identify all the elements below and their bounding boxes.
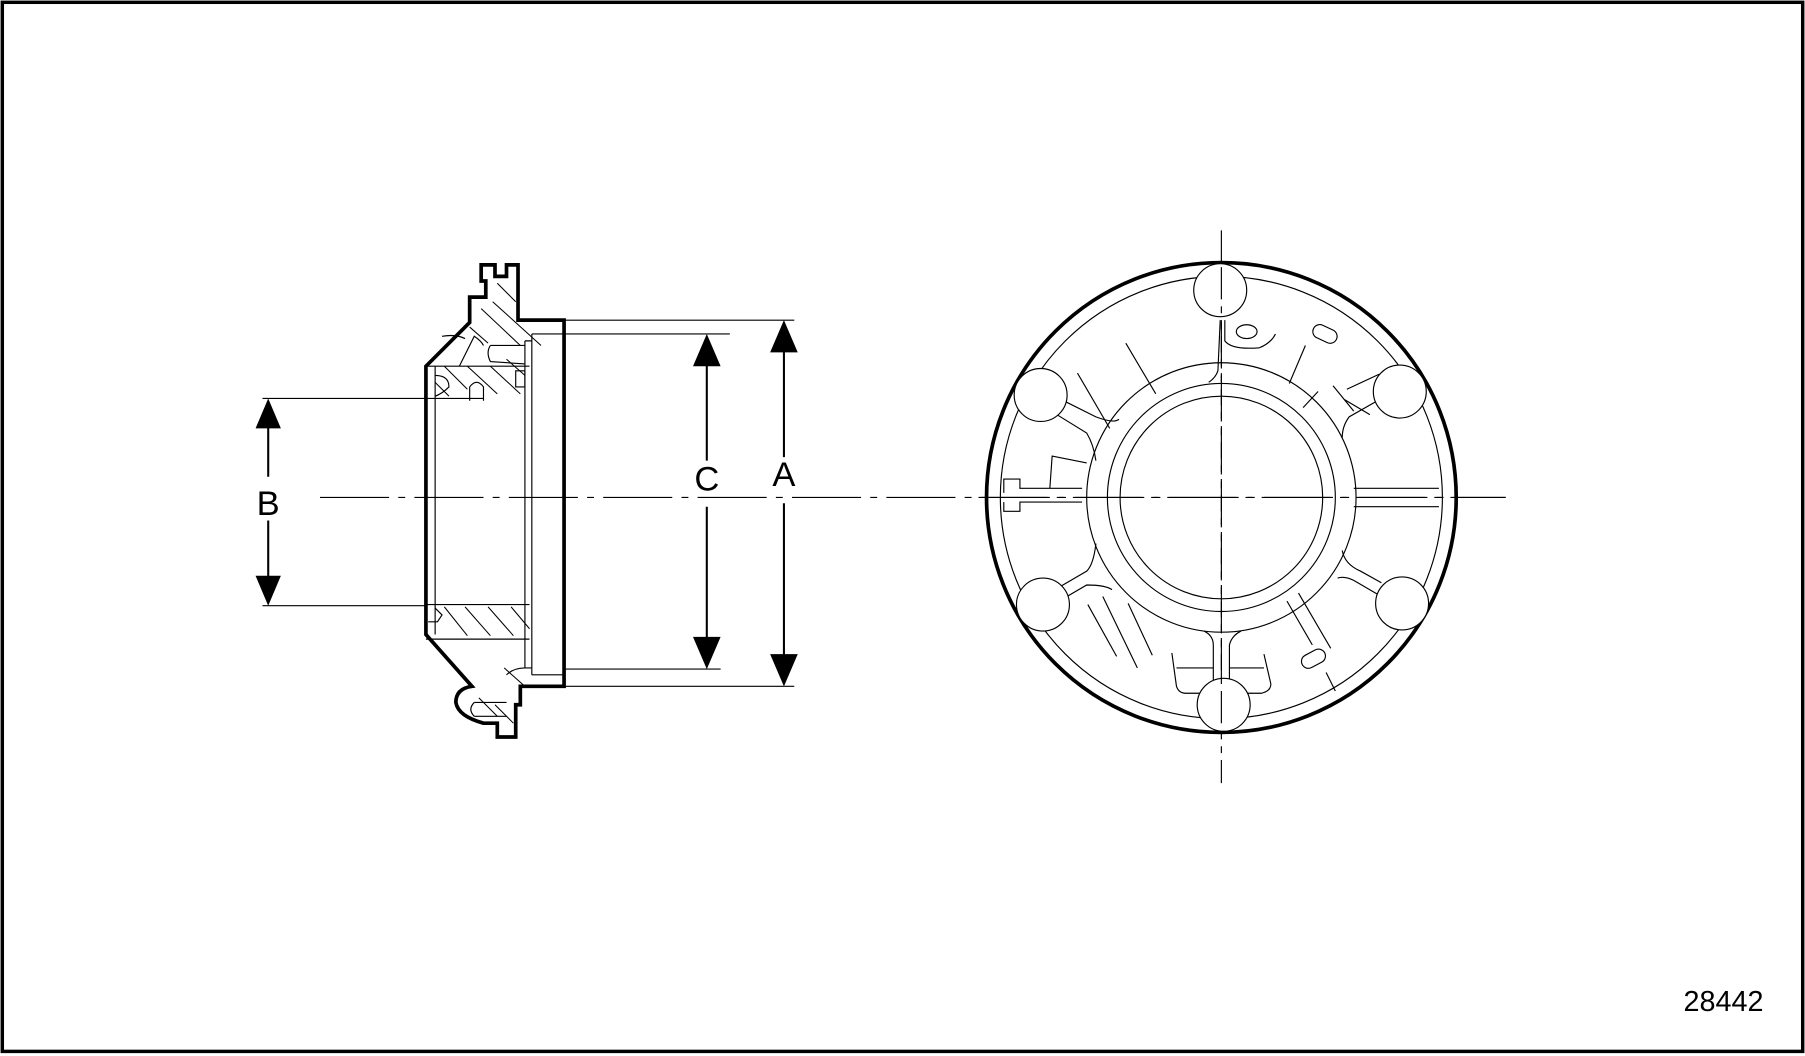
bolt-holes: [1013, 263, 1430, 732]
bolt-hole-lower-left: [1015, 577, 1070, 632]
section-outline: [424, 263, 566, 739]
front-view: [978, 230, 1506, 784]
section-hatching-upper: [434, 282, 542, 397]
side-section-view: [424, 263, 566, 739]
bolt-hole-upper-left: [1013, 367, 1068, 423]
radial-ribs: [1076, 342, 1380, 692]
extension-lines: [262, 319, 795, 687]
figure-number: 28442: [1684, 986, 1764, 1018]
bolt-hole-lower-right: [1375, 576, 1430, 631]
section-hatching-lower: [443, 606, 530, 724]
dimension-c: C: [692, 333, 721, 670]
key-slot-right: [1353, 487, 1439, 508]
bolt-hole-bottom: [1196, 677, 1251, 732]
dimension-b: B: [255, 398, 281, 606]
dimension-label-c: C: [694, 461, 719, 499]
key-slot-left: [1003, 478, 1083, 512]
dimension-a: A: [770, 320, 798, 687]
bolt-hole-top: [1193, 263, 1248, 318]
dimension-label-a: A: [772, 456, 795, 494]
dimension-label-b: B: [257, 485, 280, 523]
bolt-hole-upper-right: [1372, 364, 1427, 419]
